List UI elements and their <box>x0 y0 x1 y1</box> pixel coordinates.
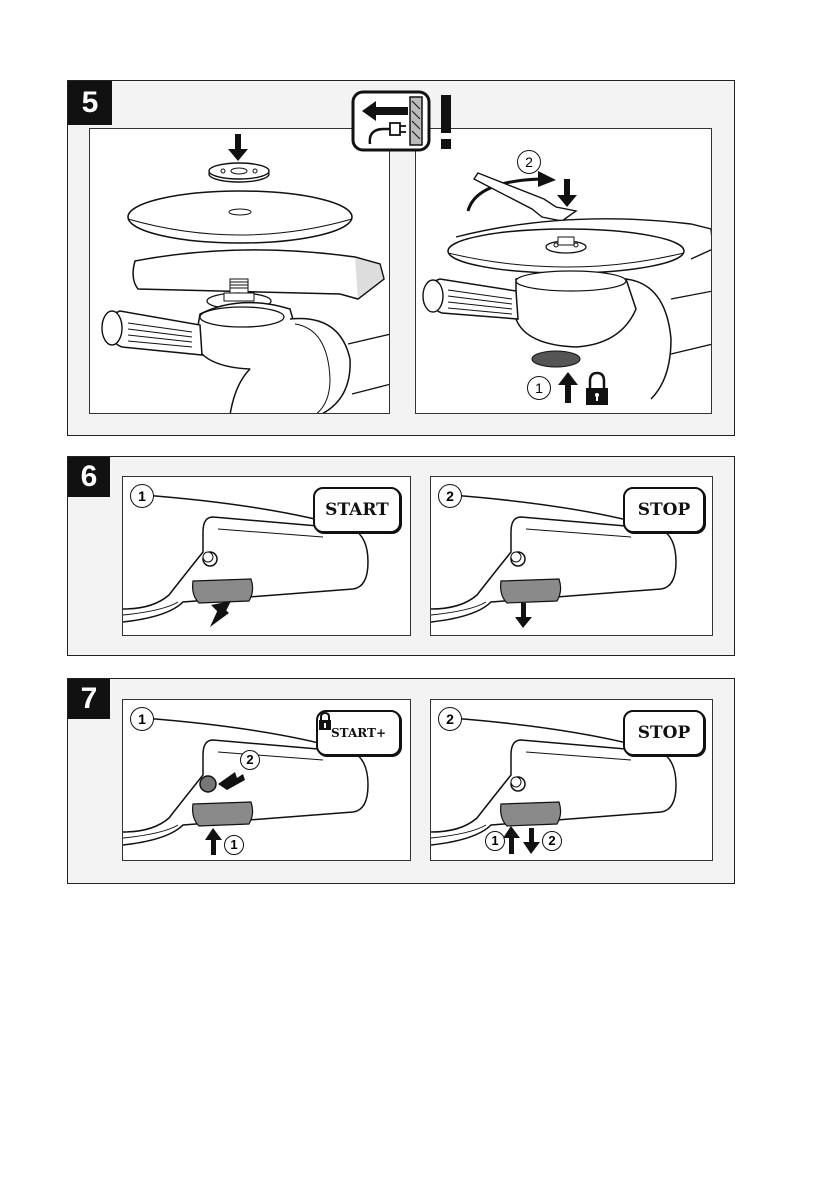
lock-icon <box>318 712 332 730</box>
arrow-icon <box>523 828 540 854</box>
trigger-switch <box>501 802 561 826</box>
section-6: 6 1 START <box>67 456 735 656</box>
panel-switch-lock-on: 1 2 1 START+ <box>122 699 411 861</box>
start-lock-button[interactable]: START+ <box>316 710 401 756</box>
arrow-icon <box>557 179 577 207</box>
arrow-icon <box>205 828 222 855</box>
step-number: 1 <box>130 707 154 731</box>
callout-2: 2 <box>517 150 541 174</box>
arrow-icon <box>515 603 532 628</box>
arrow-icon <box>558 372 578 403</box>
section-number: 7 <box>68 679 110 719</box>
section-number: 5 <box>68 81 112 125</box>
arrow-icon <box>228 134 248 161</box>
step-number: 1 <box>130 484 154 508</box>
trigger-switch <box>193 802 253 826</box>
arrow-icon <box>210 601 231 627</box>
spanner-tightening-illustration <box>416 129 712 414</box>
panel-switch-off: 2 STOP <box>430 476 713 636</box>
disc-assembly-illustration <box>90 129 390 414</box>
start-lock-label: START+ <box>331 726 386 740</box>
section-7: 7 1 2 1 START+ <box>67 678 735 884</box>
section-number: 6 <box>68 457 110 497</box>
panel-mount-disc <box>89 128 390 414</box>
start-button[interactable]: START <box>313 487 401 533</box>
unplug-warning-icon <box>350 89 466 155</box>
step-number: 2 <box>438 484 462 508</box>
callout-1: 1 <box>527 376 551 400</box>
callout-1: 1 <box>224 835 244 855</box>
stop-button[interactable]: STOP <box>623 710 705 756</box>
step-number: 2 <box>438 707 462 731</box>
panel-switch-on: 1 START <box>122 476 411 636</box>
callout-2: 2 <box>240 750 260 770</box>
panel-switch-lock-off: 2 1 2 STOP <box>430 699 713 861</box>
callout-2: 2 <box>542 831 562 851</box>
arrow-icon <box>503 826 520 854</box>
callout-1: 1 <box>485 831 505 851</box>
section-5: 5 <box>67 80 735 436</box>
panel-tighten-disc: 2 1 <box>415 128 712 414</box>
stop-button[interactable]: STOP <box>623 487 705 533</box>
trigger-switch <box>193 579 253 603</box>
trigger-switch <box>501 579 561 603</box>
lock-icon <box>586 373 608 405</box>
lock-button <box>200 776 216 792</box>
